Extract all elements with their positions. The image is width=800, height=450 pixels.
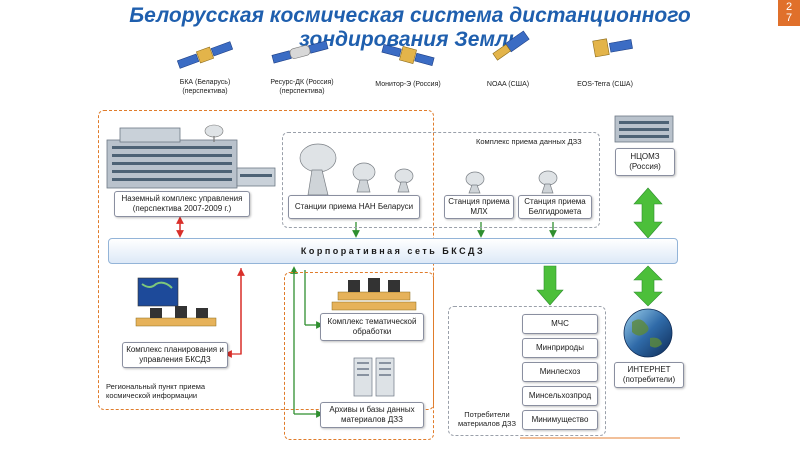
control-building-icon	[106, 124, 276, 189]
satellite-dish-icon-mlh	[465, 171, 485, 194]
satellite-dish-icon-belgidromet	[538, 170, 558, 194]
consumers-label: Потребители материалов ДЗЗ	[457, 410, 517, 428]
belgidromet-station-box: Станция приема Белгидромета	[518, 195, 592, 219]
consumers-frame	[448, 306, 606, 436]
satellite-name: Монитор-Э (Россия)	[375, 81, 441, 88]
ntsomz-box: НЦОМЗ (Россия)	[615, 148, 675, 176]
workstations-icon-planning	[135, 277, 217, 327]
regional-point-label: Региональный пункт приема космической ин…	[106, 382, 206, 400]
globe-icon	[623, 308, 673, 358]
page-number-digit-2: 7	[785, 12, 793, 24]
satellite-note: (перспектива)	[279, 88, 325, 95]
satellite-dish-icon-medium	[352, 162, 376, 193]
satellite-name: NOAA (США)	[486, 81, 530, 88]
satellite-name: EOS-Terra (США)	[577, 81, 633, 88]
server-rack-icon	[353, 357, 395, 397]
satellite-label-resurs: Ресурс-ДК (Россия) (перспектива)	[262, 78, 342, 96]
satellite-name: Ресурс-ДК (Россия)	[270, 79, 334, 86]
big-arrow-network-internet	[633, 265, 663, 307]
satellite-icon-monitor	[381, 44, 435, 66]
archives-box: Архивы и базы данных материалов ДЗЗ	[320, 402, 424, 428]
page-title: Белорусская космическая система дистанци…	[129, 4, 691, 51]
reception-complex-label: Комплекс приема данных ДЗЗ	[476, 137, 582, 146]
satellite-icon-bka	[176, 41, 234, 69]
satellite-icon-noaa	[492, 30, 530, 61]
consumer-minleshoz: Минлесхоз	[522, 362, 598, 382]
satellite-icon-eos	[592, 38, 633, 58]
satellite-icon-resurs	[271, 40, 329, 64]
satellite-dish-icon-large	[299, 143, 337, 196]
corporate-network-bar: Корпоративная сеть БКСДЗ	[108, 238, 678, 264]
page-number-digit-1: 2	[785, 1, 793, 13]
reception-complex-frame	[282, 132, 600, 228]
satellite-label-noaa: NOAA (США)	[468, 80, 548, 89]
internet-box: ИНТЕРНЕТ (потребители)	[614, 362, 684, 388]
page-number: 2 7	[778, 0, 800, 26]
ground-control-box: Наземный комплекс управления (перспектив…	[114, 191, 250, 217]
satellite-label-eos: EOS-Terra (США)	[560, 80, 650, 89]
mlh-station-box: Станция приема МЛХ	[444, 195, 514, 219]
big-arrow-network-to-consumers	[536, 265, 564, 306]
satellite-name: БКА (Беларусь)	[179, 79, 231, 86]
consumer-mchs: МЧС	[522, 314, 598, 334]
consumer-minselhozprod: Минсельхозпрод	[522, 386, 598, 406]
thematic-processing-box: Комплекс тематической обработки	[320, 313, 424, 341]
regional-point-frame-extension	[284, 272, 434, 440]
satellite-dish-icon-small	[394, 168, 414, 193]
consumer-minimushchestvo: Минимущество	[522, 410, 598, 430]
workstations-icon-thematic	[331, 278, 417, 311]
satellite-label-bka: БКА (Беларусь) (перспектива)	[165, 78, 245, 96]
ntsomz-building-icon	[614, 115, 674, 143]
consumer-minprirody: Минприроды	[522, 338, 598, 358]
satellite-label-monitor: Монитор-Э (Россия)	[368, 80, 448, 89]
satellite-note: (перспектива)	[182, 88, 228, 95]
nan-stations-box: Станции приема НАН Беларуси	[288, 195, 420, 219]
planning-box: Комплекс планирования и управления БКСДЗ	[122, 342, 228, 368]
big-arrow-ntsomz-network	[633, 187, 663, 239]
